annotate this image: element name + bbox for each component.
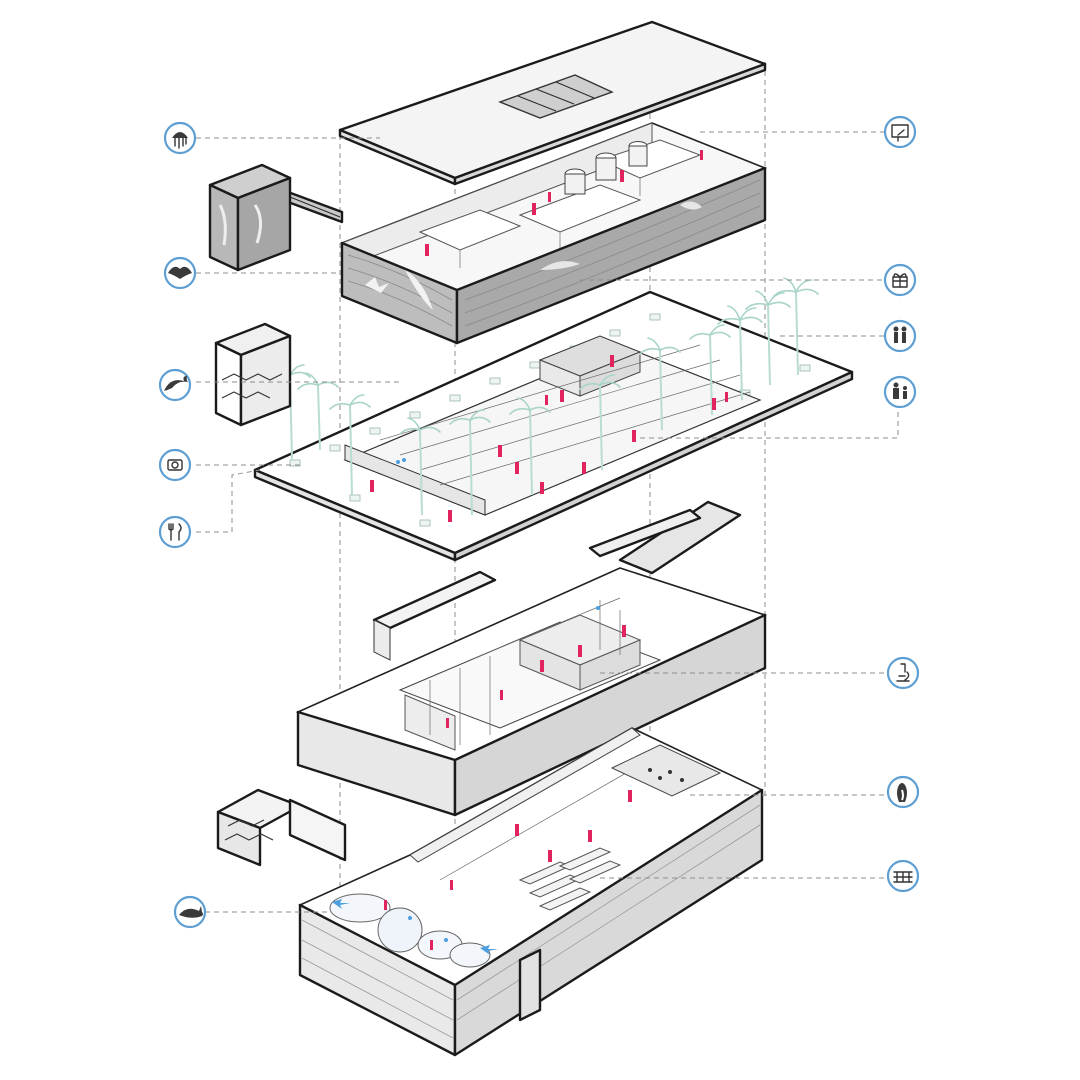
presentation-icon <box>883 115 917 149</box>
family-icon <box>883 319 917 353</box>
lower-floor-labs <box>295 500 768 817</box>
auditorium-seating-icon <box>886 859 920 893</box>
microscope-icon <box>886 656 920 690</box>
jellyfish-icon <box>163 121 197 155</box>
shark-icon <box>173 895 207 929</box>
ground-floor-plaza <box>253 277 854 562</box>
upper-floor-gallery <box>339 122 768 345</box>
camera-icon <box>158 448 192 482</box>
icon-leader-lines <box>196 131 899 913</box>
bridge-and-lift-tower <box>208 163 344 272</box>
aquarium-tunnel <box>329 893 498 968</box>
manta-ray-icon <box>163 256 197 290</box>
dolphin-icon <box>158 368 192 402</box>
visitors-icon <box>883 375 917 409</box>
gift-shop-icon <box>883 263 917 297</box>
ground-stair-tower <box>214 322 292 427</box>
cutlery-icon <box>158 515 192 549</box>
basement-aquarium <box>216 727 764 1057</box>
roof-skylight <box>498 74 614 119</box>
penguin-icon <box>886 775 920 809</box>
roof-slab <box>338 20 767 186</box>
